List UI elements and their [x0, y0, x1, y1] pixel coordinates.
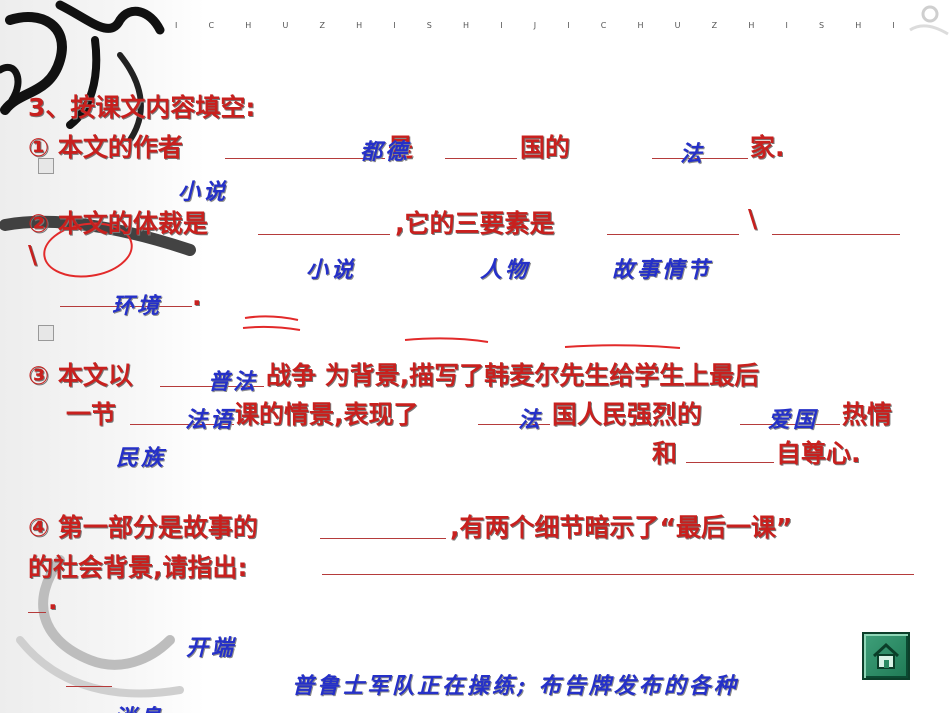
blank-passion[interactable] [740, 424, 840, 425]
answer-element-1: 人物 [480, 257, 531, 283]
answer-element-2: 故事情节 [612, 257, 713, 283]
pinyin-letter: H [748, 21, 755, 30]
item1-text-a: ① 本文的作者 [28, 133, 183, 162]
pinyin-letter: I [785, 21, 788, 30]
answer-passion: 爱国 [768, 407, 819, 433]
answer-role: 小说 [178, 179, 229, 205]
blank-element-1[interactable] [607, 234, 739, 235]
seal-stamp [38, 158, 54, 174]
blank-details[interactable] [322, 574, 914, 575]
blank-pride[interactable] [686, 462, 774, 463]
seal-stamp [38, 325, 54, 341]
home-button[interactable] [862, 632, 910, 680]
corner-decoration [909, 5, 949, 36]
answer-people: 法 [518, 407, 544, 433]
decorative-left-band [0, 0, 205, 713]
blank-country[interactable] [445, 158, 517, 159]
answer-pride: 民族 [116, 445, 167, 471]
answer-stage: 开端 [186, 635, 237, 661]
pinyin-letter: U [282, 21, 289, 30]
home-icon [872, 642, 900, 669]
pinyin-letter: H [855, 21, 862, 30]
question-heading: 3、按课文内容填空: [28, 93, 256, 122]
answer-genre: 小说 [306, 257, 357, 283]
item3-text-a: ③ 本文以 [28, 361, 133, 390]
pinyin-letter: I [567, 21, 570, 30]
pinyin-letter: U [674, 21, 681, 30]
blank-war[interactable] [160, 386, 264, 387]
item1-text-d: 家. [750, 133, 785, 162]
pinyin-letter: H [463, 21, 470, 30]
item2-text-a: ② 本文的体裁是 [28, 209, 208, 238]
item2-sep-1: \ [748, 204, 758, 233]
item3-text-g: 和 [652, 439, 678, 468]
pinyin-letter: I [892, 21, 895, 30]
item2-sep-2: \ [28, 240, 38, 269]
item3-text-d: 课的情景,表现了 [234, 400, 419, 429]
answer-details: 普鲁士军队正在操练; 布告牌发布的各种 [292, 673, 739, 699]
pinyin-letter: C [600, 21, 607, 30]
item2-end: . [192, 282, 202, 311]
blank-genre[interactable] [258, 234, 390, 235]
item1-text-b: 是 [388, 133, 414, 162]
item4-text-b: ,有两个细节暗示了“最后一课” [450, 513, 793, 542]
blank-stage[interactable] [320, 538, 446, 539]
item3-text-c: 一节 [66, 400, 117, 429]
item4-text-c: 的社会背景,请指出: [28, 553, 248, 582]
pinyin-letter: C [208, 21, 215, 30]
pinyin-letter: S [426, 21, 432, 30]
pinyin-letter: H [637, 21, 644, 30]
blank-details-tail[interactable] [28, 612, 46, 613]
item3-text-h: 自尊心. [776, 439, 861, 468]
blank-element-3[interactable] [60, 306, 192, 307]
answer-element-3: 环境 [112, 293, 163, 319]
item1-text-c: 国的 [520, 133, 571, 162]
pinyin-letter: S [819, 21, 825, 30]
blank-role[interactable] [652, 158, 748, 159]
item3-text-e: 国人民强烈的 [552, 400, 703, 429]
item3-text-f: 热情 [842, 400, 893, 429]
item2-text-b: ,它的三要素是 [395, 209, 555, 238]
answer-war: 普法 [208, 369, 259, 395]
item4-end: . [48, 586, 58, 615]
calligraphy-decoration [0, 0, 196, 698]
blank-lesson[interactable] [130, 424, 234, 425]
pinyin-letter: I [393, 21, 396, 30]
answer-details-tail: 消息 [114, 700, 164, 713]
item4-text-a: ④ 第一部分是故事的 [28, 513, 258, 542]
pinyin-letter: H [245, 21, 252, 30]
pinyin-letter: I [500, 21, 503, 30]
blank-author[interactable] [225, 158, 385, 159]
blank-people[interactable] [478, 424, 550, 425]
pinyin-letter: I [175, 21, 178, 30]
answer-author: 都德 [360, 139, 411, 165]
pinyin-letter: H [356, 21, 363, 30]
item3-text-b: 战争 为背景,描写了韩麦尔先生给学生上最后 [266, 361, 760, 390]
answer-country: 法 [680, 141, 706, 167]
blank-element-2[interactable] [772, 234, 900, 235]
pinyin-letter: J [533, 21, 537, 30]
pinyin-letter: Z [319, 21, 325, 30]
pinyin-letter: Z [711, 21, 718, 30]
pinyin-strip: I C H U Z H I S H I J I C H U Z H I S H … [175, 21, 895, 30]
answer-lesson: 法语 [185, 407, 236, 433]
blank-extra[interactable] [66, 686, 112, 687]
